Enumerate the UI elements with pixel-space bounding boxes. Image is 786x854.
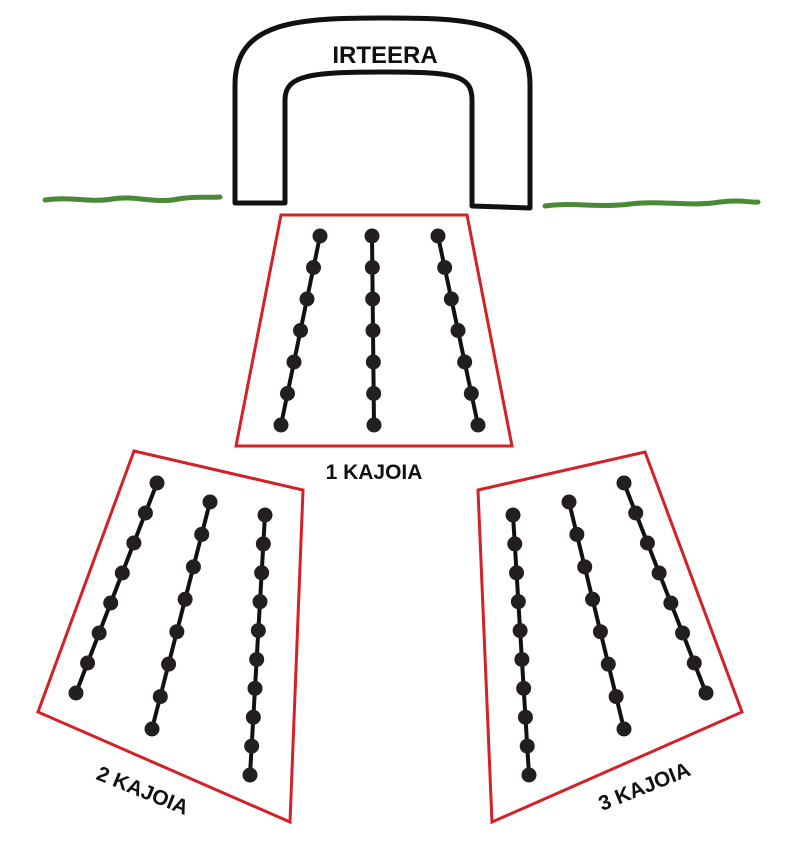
queue-rope [248, 514, 267, 776]
person-dot [312, 228, 328, 244]
person-dot [443, 291, 459, 307]
person-dot [114, 565, 130, 581]
person-dot [194, 526, 210, 542]
person-dot [299, 291, 315, 307]
queue-line [505, 507, 537, 783]
person-dot [600, 656, 616, 672]
person-dot [245, 709, 261, 725]
pen-3-queues [505, 475, 714, 783]
pen-2-queues [68, 475, 273, 783]
queue-line [364, 228, 382, 433]
person-dot [366, 386, 382, 401]
person-dot [592, 624, 608, 640]
person-dot [505, 507, 521, 523]
person-dot [126, 535, 142, 551]
queue-rope [511, 514, 531, 776]
pen-3-label: 3 KAJOIA [595, 758, 693, 816]
person-dot [255, 536, 271, 552]
queue-line [144, 494, 218, 737]
person-dot [257, 507, 273, 523]
person-dot [249, 651, 265, 667]
person-dot [519, 738, 535, 754]
person-dot [365, 291, 381, 307]
person-dot [244, 738, 260, 754]
pen-1-queues [273, 228, 486, 433]
person-dot [616, 475, 632, 491]
person-dot [254, 565, 270, 581]
person-dot [91, 625, 107, 641]
person-dot [286, 354, 302, 370]
person-dot [273, 417, 289, 433]
person-dot [364, 228, 380, 244]
person-dot [608, 689, 624, 705]
person-dot [365, 323, 381, 338]
exit-gate-label: IRTEERA [332, 42, 437, 69]
person-dot [457, 354, 473, 370]
person-dot [137, 505, 153, 521]
person-dot [80, 655, 96, 671]
person-dot [510, 594, 526, 610]
pen-2-label: 2 KAJOIA [93, 762, 191, 820]
person-dot [68, 685, 84, 701]
person-dot [149, 475, 165, 491]
queue-line [273, 228, 328, 433]
person-dot [639, 535, 655, 551]
pen-2 [36, 449, 305, 825]
person-dot [437, 260, 453, 275]
person-dot [585, 591, 601, 607]
person-dot [463, 386, 479, 401]
person-dot [252, 594, 268, 610]
person-dot [364, 260, 380, 275]
pen-1-label: 1 KAJOIA [326, 461, 423, 484]
person-dot [177, 591, 193, 607]
person-dot [161, 656, 177, 672]
person-dot [517, 709, 533, 725]
queue-line [561, 494, 632, 737]
person-dot [514, 651, 530, 667]
person-dot [509, 565, 525, 581]
pen-3 [476, 450, 744, 825]
person-dot [561, 494, 577, 510]
person-dot [507, 536, 523, 552]
person-dot [577, 559, 593, 575]
person-dot [365, 354, 381, 370]
person-dot [430, 228, 446, 244]
person-dot [651, 565, 667, 581]
person-dot [366, 417, 382, 433]
person-dot [169, 624, 185, 640]
pen-1 [234, 213, 514, 448]
person-dot [616, 721, 632, 737]
queue-line [242, 507, 273, 783]
person-dot [512, 623, 528, 639]
ground-line-left [42, 194, 223, 204]
person-dot [450, 323, 466, 338]
person-dot [306, 260, 321, 275]
person-dot [293, 323, 308, 338]
person-dot [470, 417, 486, 433]
person-dot [686, 655, 702, 671]
person-dot [521, 767, 537, 783]
person-dot [675, 625, 691, 641]
person-dot [103, 595, 119, 611]
queue-line [430, 228, 486, 433]
person-dot [242, 767, 258, 783]
queue-line [68, 475, 165, 701]
person-dot [569, 526, 585, 542]
person-dot [698, 685, 714, 701]
exit-gate [232, 15, 533, 211]
person-dot [250, 623, 266, 639]
person-dot [144, 721, 160, 737]
person-dot [516, 680, 532, 696]
person-dot [185, 559, 201, 575]
ground-line-right [542, 198, 761, 209]
queue-line [616, 475, 714, 701]
person-dot [663, 595, 679, 611]
person-dot [628, 505, 644, 521]
person-dot [152, 689, 168, 705]
person-dot [202, 494, 218, 510]
person-dot [247, 680, 263, 696]
person-dot [280, 386, 295, 401]
